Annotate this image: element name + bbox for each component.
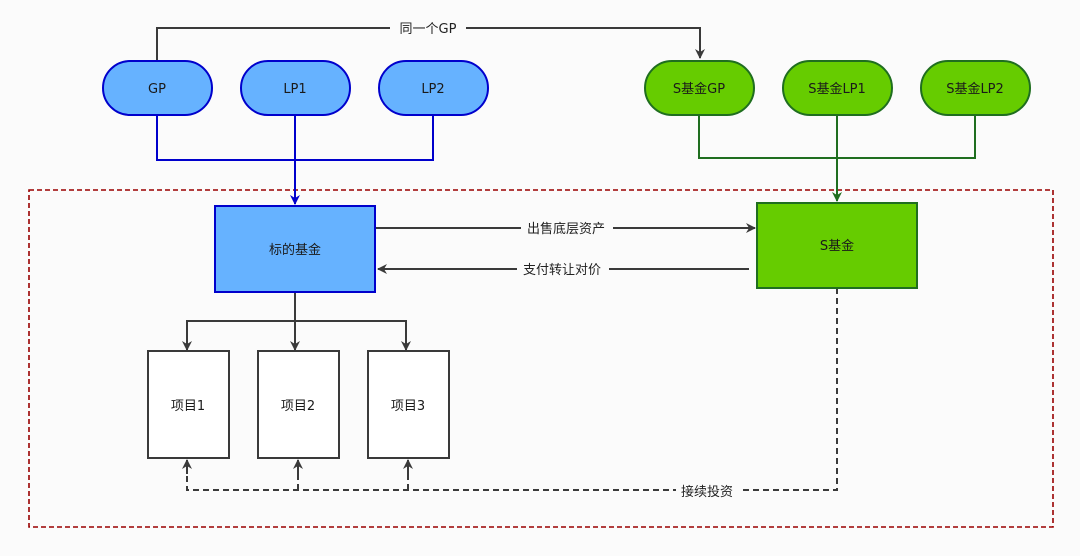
svg-text:S基金LP2: S基金LP2 <box>946 81 1004 97</box>
node-project-2[interactable]: 项目2 <box>257 350 340 459</box>
node-project-1[interactable]: 项目1 <box>147 350 230 459</box>
node-gp[interactable]: GP <box>102 60 213 116</box>
svg-text:项目2: 项目2 <box>281 399 315 414</box>
node-project-3[interactable]: 项目3 <box>367 350 450 459</box>
boundary-box <box>28 189 1054 528</box>
svg-text:项目3: 项目3 <box>391 399 425 414</box>
edge-label-continue-invest: 接续投资 <box>681 484 733 500</box>
svg-text:LP2: LP2 <box>421 82 444 97</box>
svg-text:S基金GP: S基金GP <box>673 81 725 97</box>
node-lp1[interactable]: LP1 <box>240 60 351 116</box>
edge-label-sell-assets: 出售底层资产 <box>527 221 605 237</box>
edge-label-same-gp: 同一个GP <box>400 22 457 37</box>
node-s-gp[interactable]: S基金GP <box>644 60 755 116</box>
svg-text:LP1: LP1 <box>283 82 306 97</box>
edge-target-to-projects <box>186 292 407 349</box>
node-s-lp1[interactable]: S基金LP1 <box>782 60 893 116</box>
node-s-fund[interactable]: S基金 <box>756 202 918 289</box>
svg-text:GP: GP <box>148 82 166 97</box>
svg-text:项目1: 项目1 <box>171 399 205 414</box>
node-target-fund[interactable]: 标的基金 <box>214 205 376 293</box>
edge-label-pay-price: 支付转让对价 <box>523 263 601 278</box>
svg-text:S基金: S基金 <box>820 238 854 254</box>
node-s-lp2[interactable]: S基金LP2 <box>920 60 1031 116</box>
svg-text:标的基金: 标的基金 <box>269 242 321 258</box>
svg-text:S基金LP1: S基金LP1 <box>808 81 866 97</box>
node-lp2[interactable]: LP2 <box>378 60 489 116</box>
